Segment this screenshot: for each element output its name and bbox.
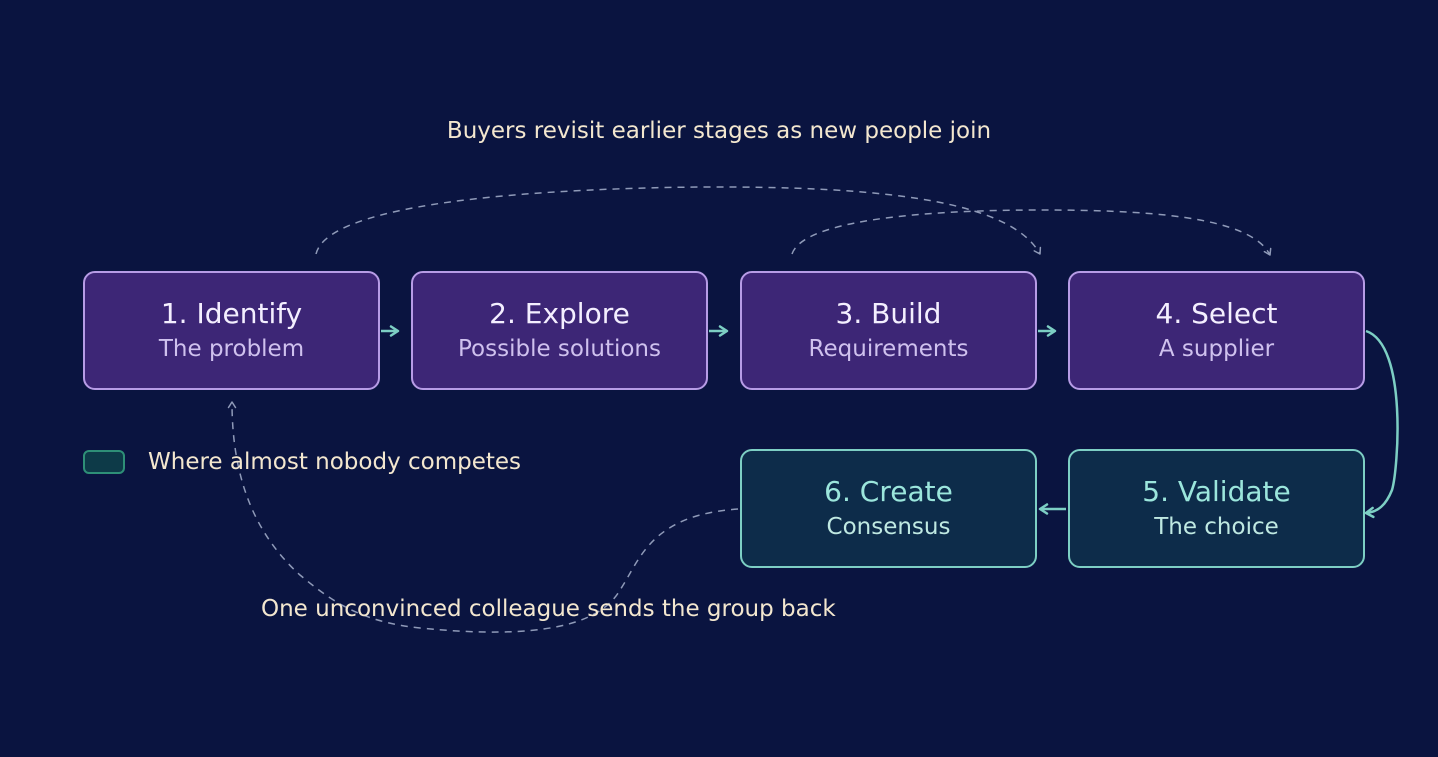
stage-validate: 5. Validate The choice <box>1068 449 1365 568</box>
revisit-loop-3-to-4 <box>791 209 1272 256</box>
stage-title: 2. Explore <box>489 297 630 330</box>
stage-subtitle: Requirements <box>808 336 969 362</box>
stage-select: 4. Select A supplier <box>1068 271 1365 390</box>
stage-subtitle: Consensus <box>826 514 951 540</box>
stage-identify: 1. Identify The problem <box>83 271 380 390</box>
stage-title: 4. Select <box>1155 297 1278 330</box>
legend-swatch <box>83 450 125 474</box>
stage-subtitle: The choice <box>1154 514 1279 540</box>
legend-label: Where almost nobody competes <box>148 449 522 475</box>
bottom-caption: One unconvinced colleague sends the grou… <box>261 596 836 622</box>
stage-subtitle: A supplier <box>1158 336 1275 362</box>
stage-create: 6. Create Consensus <box>740 449 1037 568</box>
stage-title: 3. Build <box>835 297 942 330</box>
stage-title: 1. Identify <box>160 297 303 330</box>
revisit-loop-1-to-3 <box>315 186 1042 255</box>
top-caption: Buyers revisit earlier stages as new peo… <box>446 118 992 144</box>
stage-build: 3. Build Requirements <box>740 271 1037 390</box>
sendback-loop-6-to-1 <box>227 401 739 633</box>
stage-explore: 2. Explore Possible solutions <box>411 271 708 390</box>
flow-arrow-4-5 <box>1364 329 1399 519</box>
stage-subtitle: The problem <box>158 336 305 362</box>
stage-title: 6. Create <box>824 475 953 508</box>
stage-title: 5. Validate <box>1142 475 1291 508</box>
stage-subtitle: Possible solutions <box>458 336 661 362</box>
